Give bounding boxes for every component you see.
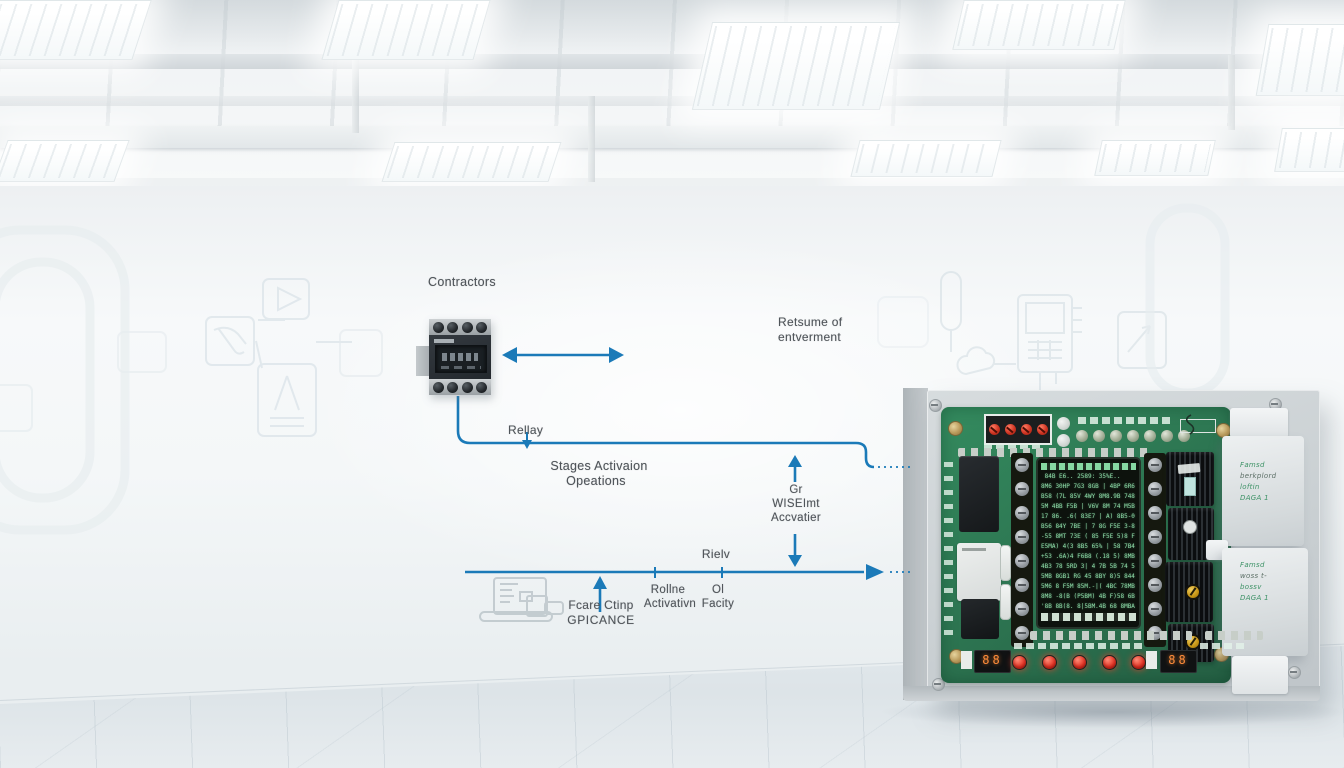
stages-label-line1: Stages Activaion (550, 459, 648, 473)
status-led (1102, 655, 1117, 670)
ceiling-beam (0, 96, 1344, 106)
capsule-icon (940, 271, 962, 331)
display-header-blocks (1041, 463, 1136, 470)
contactor-device (416, 319, 491, 395)
solder-pad-row (958, 448, 1150, 457)
teal-chip (1184, 477, 1196, 496)
chip-icon (1017, 294, 1073, 373)
label-box (1180, 419, 1216, 433)
white-tab (1146, 651, 1157, 669)
seven-segment-display-left: 88 (974, 650, 1011, 673)
led-labels (1014, 643, 1144, 649)
heatsink-label (1177, 463, 1201, 474)
module-foot (1232, 656, 1288, 694)
relay-module-cap (1230, 408, 1288, 438)
mid-label-line2: WISEImt (772, 498, 820, 510)
facility-label-line2: Facity (701, 598, 735, 610)
relline-label-line1: Rollne (650, 584, 686, 596)
relay-module-top-text: Famsd berkplord loftin DAGA 1 (1240, 461, 1277, 502)
round-component (1057, 434, 1070, 447)
gold-dial-icon (1185, 584, 1201, 600)
relay-module-bottom-text: Famsd woss t- bossv DAGA 1 (1240, 561, 1269, 602)
seven-segment-display-right: 88 (1160, 650, 1197, 673)
ceiling (0, 0, 1344, 200)
fcare-label-line1: Fcare Ctinp (568, 598, 634, 612)
ceiling-beam (0, 126, 1344, 148)
red-terminal-block (984, 414, 1052, 445)
silkscreen (1200, 643, 1246, 649)
relay-component (959, 456, 999, 532)
terminal-screw-row (1076, 430, 1190, 442)
riew-label: Rielv (701, 547, 731, 561)
terminal-strip-left (1011, 453, 1033, 647)
red-screw-icon (1036, 424, 1048, 435)
fcare-label-line2: GPICANCE (567, 613, 635, 627)
ceiling-strut (1228, 55, 1235, 130)
play-icon (262, 278, 310, 320)
cabinet-base (903, 686, 1320, 701)
solder-pad-row (1205, 631, 1263, 640)
silkscreen (1078, 417, 1170, 424)
display-footer-blocks (1041, 613, 1136, 621)
contactor-display (435, 345, 487, 373)
relay-component (957, 543, 1001, 601)
din-clip (416, 346, 430, 376)
round-component (1057, 417, 1070, 430)
screw-icon (1288, 666, 1301, 679)
board-screw-icon (948, 421, 963, 436)
contactor-terminals-bottom (429, 379, 491, 395)
status-led (1131, 655, 1146, 670)
silkscreen (984, 444, 1044, 449)
facility-label-line1: Ol (711, 584, 725, 596)
cabinet-shadow (878, 696, 1344, 728)
red-screw-icon (988, 424, 1000, 435)
relay-label: Rellay (508, 423, 544, 437)
white-dial-icon (1183, 520, 1197, 534)
stages-label-line2: Opeations (566, 474, 626, 488)
cabinet-side (903, 388, 928, 700)
fuse (1000, 584, 1011, 620)
ceiling-beam (0, 178, 1344, 187)
ceiling-strut (588, 96, 595, 182)
solder-pad-row (1030, 631, 1192, 640)
matrix-display: 84B E6.. 2589: 35%E.. 8M6 30HP 7G3 8GB |… (1036, 457, 1141, 629)
red-screw-icon (1004, 424, 1016, 435)
contactors-label: Contractors (428, 275, 496, 289)
status-led (1012, 655, 1027, 670)
relline-label-line2: Activativn (643, 598, 697, 610)
mid-label-line1: Gr (789, 484, 803, 496)
cloud-icon (956, 346, 996, 376)
ceiling-strut (352, 55, 359, 133)
screw-icon (929, 399, 942, 412)
arrow-square-icon (1117, 311, 1167, 369)
compass-icon (257, 363, 317, 437)
fuse (1000, 545, 1011, 581)
white-tab (961, 651, 972, 669)
status-led (1072, 655, 1087, 670)
silkscreen-column (944, 462, 953, 642)
mid-label-line3: Accvatier (771, 512, 821, 524)
contactor-body (429, 335, 491, 379)
resume-label-line2: entverment (778, 330, 842, 344)
relay-module-top (1222, 436, 1304, 546)
screw-icon (932, 678, 945, 691)
black-component (961, 599, 999, 639)
red-screw-icon (1020, 424, 1032, 435)
resume-label-line1: Retsume of (778, 315, 843, 329)
status-led (1042, 655, 1057, 670)
terminal-strip-right (1144, 453, 1166, 647)
tools-icon (205, 316, 255, 366)
contactor-terminals-top (429, 319, 491, 335)
